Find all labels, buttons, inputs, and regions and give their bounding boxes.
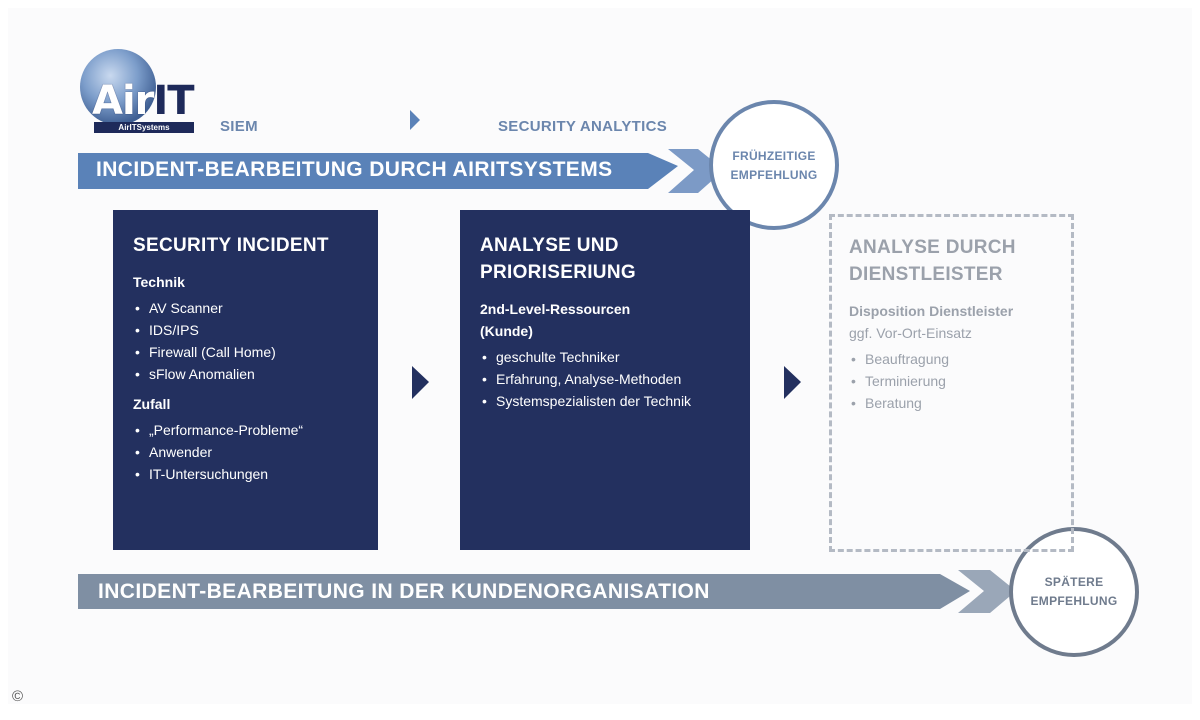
- security-incident-box: SECURITY INCIDENT Technik AV Scanner IDS…: [113, 210, 378, 550]
- bottom-band-chevron: [958, 570, 1016, 613]
- dienstleister-heading: Disposition Dienstleister: [849, 303, 1014, 319]
- stage-label-siem: SIEM: [220, 118, 258, 135]
- analyse-title-line-2: PRIORISERIUNG: [480, 262, 636, 283]
- late-recommendation-label: SPÄTERE EMPFEHLUNG: [1011, 573, 1137, 611]
- logo-text-air: Air: [92, 78, 154, 124]
- late-recommendation-line-2: EMPFEHLUNG: [1030, 594, 1118, 608]
- top-band-arrow: [78, 153, 678, 189]
- analyse-box: ANALYSE UND PRIORISERIUNG 2nd-Level-Ress…: [460, 210, 750, 550]
- list-item: Firewall (Call Home): [133, 341, 360, 363]
- logo-globe: [80, 49, 156, 125]
- list-item: geschulte Techniker: [480, 346, 732, 368]
- late-recommendation-line-1: SPÄTERE: [1044, 575, 1104, 589]
- dienstleister-title-line-2: DIENSTLEISTER: [849, 264, 1003, 285]
- analyse-list: geschulte Techniker Erfahrung, Analyse-M…: [480, 346, 732, 412]
- flow-chevron-icon-1: [412, 366, 429, 399]
- early-recommendation-line-2: EMPFEHLUNG: [730, 168, 818, 182]
- list-item: IT-Untersuchungen: [133, 463, 360, 485]
- technik-list: AV Scanner IDS/IPS Firewall (Call Home) …: [133, 297, 360, 385]
- dienstleister-list: Beauftragung Terminierung Beratung: [849, 348, 1056, 414]
- top-band-label: INCIDENT-BEARBEITUNG DURCH AIRITSYSTEMS: [96, 158, 613, 181]
- analyse-heading-line-1: 2nd-Level-Ressourcen: [480, 301, 631, 317]
- dienstleister-title-line-1: ANALYSE DURCH: [849, 237, 1016, 258]
- zufall-heading: Zufall: [133, 396, 171, 412]
- early-recommendation-label: FRÜHZEITIGE EMPFEHLUNG: [711, 147, 837, 185]
- flow-chevron-icon-2: [784, 366, 801, 399]
- stage-label-security-analytics: SECURITY ANALYTICS: [498, 118, 668, 135]
- list-item: Beauftragung: [849, 348, 1056, 370]
- analyse-title-line-1: ANALYSE UND: [480, 235, 619, 256]
- list-item: Erfahrung, Analyse-Methoden: [480, 368, 732, 390]
- list-item: „Performance-Probleme“: [133, 419, 360, 441]
- list-item: sFlow Anomalien: [133, 363, 360, 385]
- stage-chevron-icon: [410, 110, 420, 130]
- dienstleister-subheading: ggf. Vor-Ort-Einsatz: [849, 325, 972, 341]
- list-item: Systemspezialisten der Technik: [480, 390, 732, 412]
- list-item: AV Scanner: [133, 297, 360, 319]
- technik-heading: Technik: [133, 274, 185, 290]
- early-recommendation-line-1: FRÜHZEITIGE: [732, 149, 816, 163]
- diagram-canvas: AirIT AirITSystems SIEM SECURITY ANALYTI…: [8, 8, 1192, 704]
- analyse-heading: 2nd-Level-Ressourcen (Kunde): [480, 298, 732, 342]
- copyright-mark: ©: [12, 688, 24, 705]
- list-item: IDS/IPS: [133, 319, 360, 341]
- diagram-shapes: [78, 49, 1139, 657]
- zufall-list: „Performance-Probleme“ Anwender IT-Unter…: [133, 419, 360, 485]
- late-recommendation-circle: [1009, 527, 1139, 657]
- bottom-band-label: INCIDENT-BEARBEITUNG IN DER KUNDENORGANI…: [98, 580, 710, 603]
- logo: AirIT: [92, 78, 195, 124]
- analyse-title: ANALYSE UND PRIORISERIUNG: [480, 232, 732, 286]
- analyse-heading-line-2: (Kunde): [480, 323, 533, 339]
- logo-text-it: IT: [153, 78, 194, 124]
- bottom-band-arrow: [78, 574, 970, 609]
- logo-tagline: AirITSystems: [94, 122, 194, 133]
- early-recommendation-circle: [709, 100, 839, 230]
- security-incident-title: SECURITY INCIDENT: [133, 235, 329, 256]
- list-item: Beratung: [849, 392, 1056, 414]
- list-item: Anwender: [133, 441, 360, 463]
- dienstleister-title: ANALYSE DURCH DIENSTLEISTER: [849, 234, 1056, 288]
- list-item: Terminierung: [849, 370, 1056, 392]
- dienstleister-box: ANALYSE DURCH DIENSTLEISTER Disposition …: [829, 214, 1074, 552]
